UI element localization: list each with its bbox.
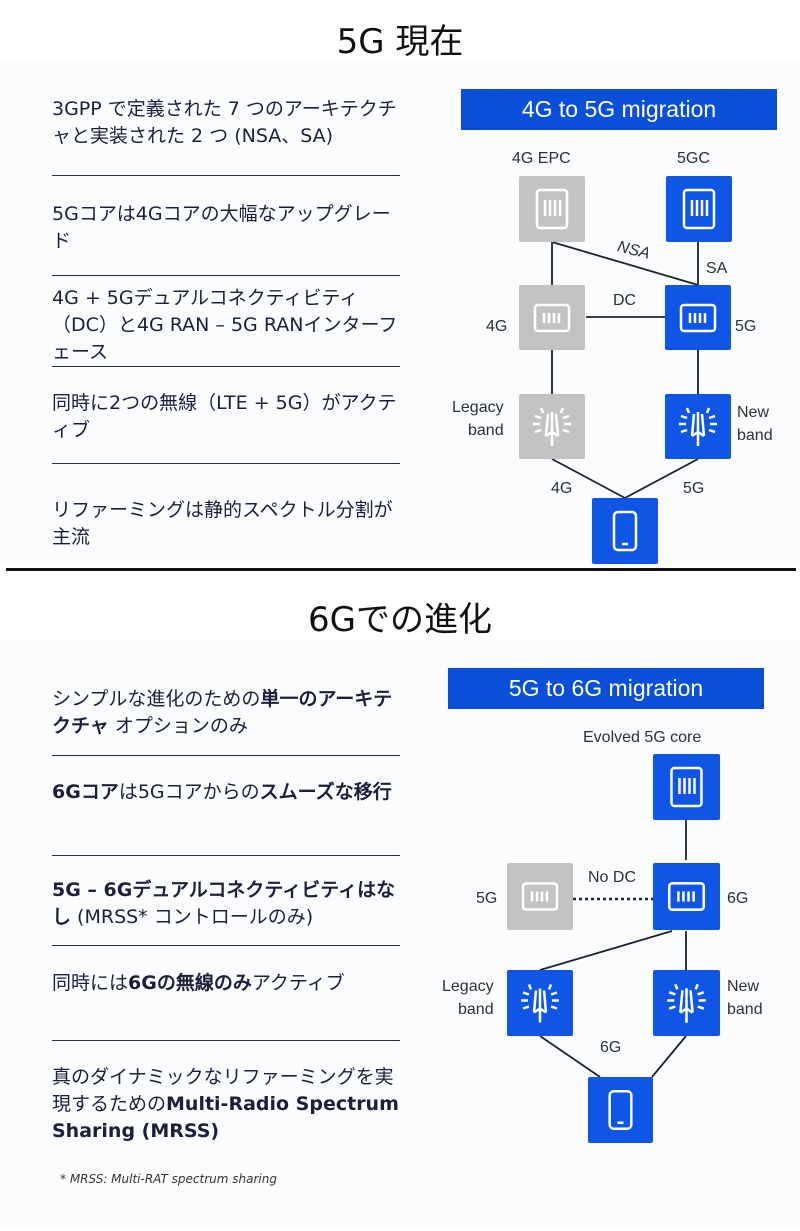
- legacy-band-node: [507, 970, 573, 1036]
- new-label-line2: band: [737, 427, 773, 444]
- top-banner: 4G to 5G migration: [461, 89, 777, 130]
- core-label: Evolved 5G core: [583, 729, 702, 746]
- legacy-band-node: [519, 394, 585, 459]
- separator: [52, 463, 400, 464]
- top-item-4: 同時に2つの無線（LTE + 5G）がアクティブ: [52, 392, 397, 441]
- item-text: オプションのみ: [108, 715, 248, 737]
- bottom-banner: 5G to 6G migration: [448, 668, 764, 709]
- epc-node: [519, 176, 585, 242]
- antenna-icon: [533, 407, 571, 446]
- 5gc-label: 5GC: [677, 150, 710, 167]
- legacy-label-line1: Legacy: [442, 978, 494, 995]
- top-item-2: 5Gコアは4Gコアの大幅なアップグレード: [52, 203, 391, 252]
- legacy-to-device-link: [551, 458, 626, 499]
- new-band-node: [665, 394, 731, 459]
- ran5g-node: [507, 863, 573, 930]
- ran4g-node: [519, 285, 585, 350]
- core-node: [653, 754, 720, 820]
- new-label-line1: New: [727, 978, 760, 995]
- ran6g-node: [653, 863, 720, 930]
- nsa-link: [551, 241, 699, 286]
- item-bold-text: スムーズな移行: [259, 781, 392, 803]
- item-bold-text: 単一のアーキテクチャ: [52, 688, 393, 737]
- item-bold-text: 6Gの無線のみ: [128, 972, 252, 994]
- server-icon: [535, 188, 569, 230]
- ran6g-label: 6G: [727, 890, 749, 907]
- separator: [52, 855, 400, 856]
- separator: [52, 275, 400, 276]
- 6g-to-legacy-link: [539, 930, 673, 971]
- base-station-icon: [667, 882, 706, 911]
- top-item-1: 3GPP で定義された 7 つのアーキテクチャと実装された 2 つ (NSA、S…: [52, 98, 397, 147]
- server-icon: [670, 766, 703, 808]
- item-bold-text: 5G – 6Gデュアルコネクティビティはなし: [52, 879, 396, 928]
- footnote: * MRSS: Multi-RAT spectrum sharing: [60, 1172, 277, 1186]
- separator: [52, 366, 400, 367]
- bottom-diagram-links: [539, 820, 687, 1078]
- antenna-icon: [679, 407, 717, 446]
- server-icon: [682, 188, 716, 230]
- 5gc-node: [666, 176, 732, 242]
- ran5g-label: 5G: [735, 318, 757, 335]
- bottom-item-2: 6Gコアは5Gコアからのスムーズな移行: [52, 779, 402, 806]
- base-station-icon: [521, 882, 559, 911]
- new-label-line1: New: [737, 404, 770, 421]
- section-divider: [6, 568, 796, 571]
- legacy-label-line2: band: [468, 422, 504, 439]
- top-item-5: リファーミングは静的スペクトル分割が主流: [52, 499, 393, 548]
- bottom-panel: [0, 640, 800, 1230]
- sa-label: SA: [706, 260, 728, 277]
- new-to-device-link: [624, 458, 699, 499]
- bottom-item-4: 同時には6Gの無線のみアクティブ: [52, 970, 402, 997]
- ran4g-label: 4G: [486, 318, 508, 335]
- item-text: 真のダイナミックなリファーミングを実現するための: [52, 1066, 394, 1115]
- device-node: [588, 1077, 653, 1143]
- legacy-label-line2: band: [458, 1001, 494, 1018]
- antenna-icon: [667, 983, 706, 1023]
- smartphone-icon: [608, 1090, 633, 1130]
- new-band-node: [653, 970, 720, 1036]
- bottom-title: 6Gでの進化: [308, 600, 492, 640]
- top-item-3: 4G + 5Gデュアルコネクティビティ（DC）と4G RAN – 5G RANイ…: [52, 287, 398, 363]
- link5g-label: 5G: [683, 480, 705, 497]
- new-label-line2: band: [727, 1001, 763, 1018]
- smartphone-icon: [612, 510, 638, 552]
- base-station-icon: [679, 303, 717, 333]
- legacy-to-device-link: [539, 1035, 601, 1078]
- top-diagram-links: [551, 241, 699, 499]
- item-text: 同時には: [52, 972, 129, 994]
- nodc-label: No DC: [588, 869, 637, 886]
- item-bold-text: Multi-Radio Spectrum Sharing (MRSS): [52, 1093, 399, 1142]
- separator: [52, 755, 400, 756]
- bottom-item-3: 5G – 6Gデュアルコネクティビティはなし (MRSS* コントロールのみ): [52, 877, 402, 931]
- bottom-item-5: 真のダイナミックなリファーミングを実現するためのMulti-Radio Spec…: [52, 1064, 402, 1145]
- top-title: 5G 現在: [336, 22, 464, 62]
- separator: [52, 945, 400, 946]
- link6g-label: 6G: [600, 1039, 622, 1056]
- item-text: は5Gコアからの: [118, 781, 260, 803]
- epc-label: 4G EPC: [512, 150, 571, 167]
- separator: [52, 175, 400, 176]
- base-station-icon: [533, 303, 571, 333]
- item-text: シンプルな進化のための: [52, 688, 261, 710]
- ran5g-label: 5G: [476, 890, 498, 907]
- dc-label: DC: [613, 292, 637, 309]
- antenna-icon: [521, 984, 559, 1023]
- new-to-device-link: [651, 1035, 687, 1078]
- legacy-label-line1: Legacy: [452, 399, 504, 416]
- item-bold-text: 6Gコア: [52, 781, 119, 803]
- bottom-item-1: シンプルな進化のための単一のアーキテクチャ オプションのみ: [52, 686, 402, 740]
- device-node: [592, 498, 658, 564]
- item-text: (MRSS* コントロールのみ): [71, 906, 314, 928]
- separator: [52, 1040, 400, 1041]
- item-text: アクティブ: [251, 972, 345, 994]
- ran5g-node: [665, 285, 731, 350]
- link4g-label: 4G: [551, 480, 573, 497]
